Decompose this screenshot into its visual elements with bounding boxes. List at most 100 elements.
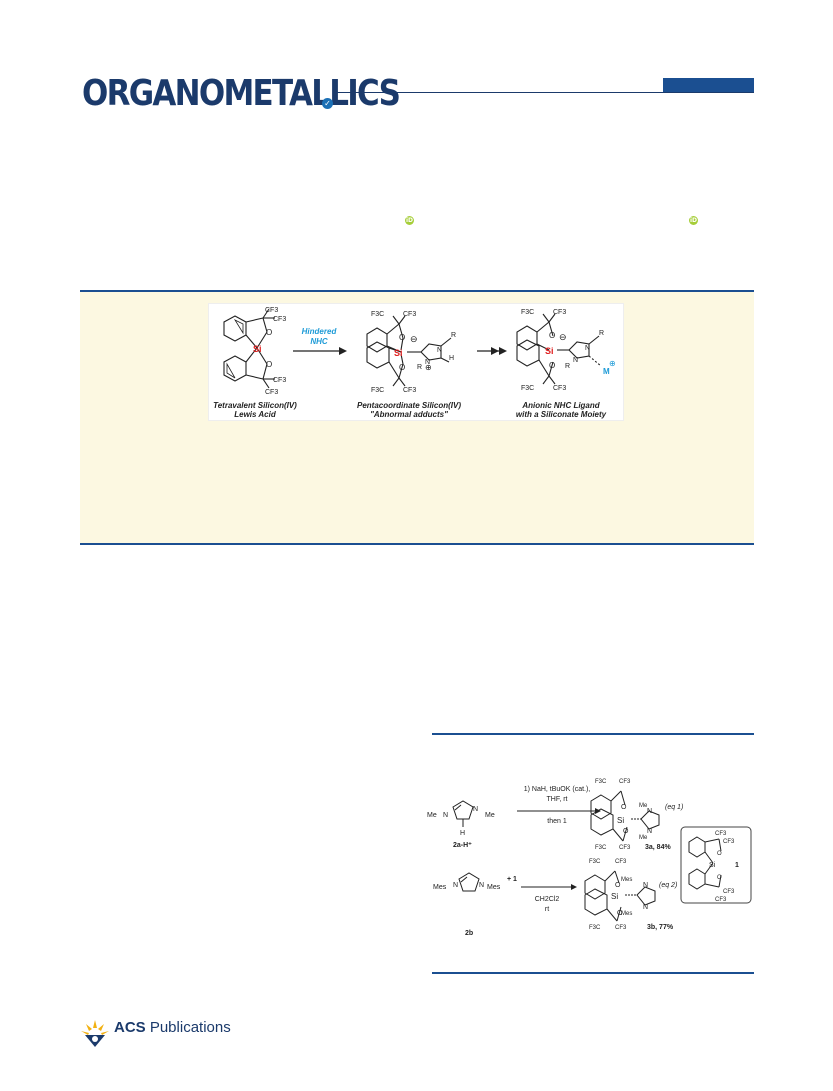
reagent-label: NHC <box>310 337 328 346</box>
me-label: Me <box>639 835 648 841</box>
o-atom-label: O <box>399 333 405 342</box>
o-atom-label: O <box>549 331 555 340</box>
publisher-name-rest: Publications <box>145 1019 231 1036</box>
cf3-label: CF3 <box>265 389 278 396</box>
n-atom-label: N <box>585 345 590 352</box>
o-atom-label: O <box>266 360 272 369</box>
caption-right: Anionic NHC Ligand <box>521 401 600 410</box>
o-atom-label: O <box>621 804 627 811</box>
publisher-name-bold: ACS <box>114 1019 146 1036</box>
toc-graphic: Si O O CF3 CF3 CF3 CF3 Hindered NHC <box>208 303 624 421</box>
cf3-label: CF3 <box>273 316 286 323</box>
r-group-label: R <box>565 363 570 370</box>
reaction-arrow-head <box>499 347 507 355</box>
product-3a-structure <box>590 790 660 842</box>
n-atom-label: N <box>443 812 448 819</box>
si-atom-label: Si <box>611 892 618 901</box>
carbene-2b-structure <box>458 872 480 892</box>
cf3-label: CF3 <box>723 889 735 895</box>
reaction-arrow-head <box>491 347 499 355</box>
eq2-conditions: CH2Cl2 <box>535 896 560 903</box>
pentacoordinate-adduct-structure <box>366 315 452 387</box>
o-atom-label: O <box>266 328 272 337</box>
mes-label: Mes <box>487 884 501 891</box>
charge-plus: ⊕ <box>425 363 432 372</box>
si-atom-label: Si <box>709 862 716 869</box>
f3c-label: F3C <box>521 385 534 392</box>
scheme-rule-bottom <box>432 972 754 974</box>
si-atom-label: Si <box>617 816 624 825</box>
f3c-label: F3C <box>595 845 607 851</box>
me-label: Me <box>427 812 437 819</box>
metal-label: M <box>603 367 610 376</box>
n-atom-label: N <box>643 904 648 911</box>
header-rule <box>334 92 754 93</box>
imidazolium-2aH-structure <box>452 800 474 827</box>
h-atom-label: H <box>460 830 465 837</box>
mes-label: Mes <box>433 884 447 891</box>
f3c-label: F3C <box>371 311 384 318</box>
o-atom-label: O <box>615 882 621 889</box>
publisher-name[interactable]: ACS Publications <box>114 1019 231 1036</box>
cf3-label: CF3 <box>265 307 278 314</box>
product-label-3b: 3b, 77% <box>647 924 674 931</box>
charge-minus: ⊖ <box>410 334 418 344</box>
me-label: Me <box>485 812 495 819</box>
n-atom-label: N <box>425 359 430 366</box>
compound-1-structure <box>688 836 722 890</box>
n-atom-label: N <box>437 347 442 354</box>
charge-minus: ⊖ <box>559 332 567 342</box>
reaction-arrow-head <box>571 884 577 890</box>
h-atom-label: H <box>449 355 454 362</box>
caption-right: with a Siliconate Moiety <box>516 410 607 419</box>
product-label-3a: 3a, 84% <box>645 844 671 851</box>
caption-middle: "Abnormal adducts" <box>370 410 448 419</box>
n-atom-label: N <box>473 806 478 813</box>
check-circle-icon: ✓ <box>322 98 333 109</box>
r-group-label: R <box>451 332 456 339</box>
cf3-label: CF3 <box>403 387 416 394</box>
cf3-label: CF3 <box>715 831 727 837</box>
n-atom-label: N <box>479 882 484 889</box>
scheme-rule-top <box>432 733 754 735</box>
n-atom-label: N <box>643 882 648 889</box>
plus-reagent: + 1 <box>507 876 517 883</box>
acs-publications-logo-icon[interactable] <box>78 1018 112 1048</box>
cf3-label: CF3 <box>723 839 735 845</box>
cf3-label: CF3 <box>553 385 566 392</box>
compound-label-2b: 2b <box>465 930 473 937</box>
o-atom-label: O <box>623 828 629 835</box>
cf3-label: CF3 <box>615 925 627 931</box>
n-atom-label: N <box>647 808 652 815</box>
compound-label-1: 1 <box>735 862 739 869</box>
compound-1-box <box>680 826 752 904</box>
o-atom-label: O <box>717 875 722 881</box>
cf3-label: CF3 <box>553 309 566 316</box>
journal-logo[interactable]: ORGANOMETALLICS <box>82 73 401 114</box>
si-atom-label: Si <box>394 348 403 358</box>
orcid-icon[interactable]: iD <box>689 216 698 225</box>
r-group-label: R <box>417 364 422 371</box>
cf3-label: CF3 <box>619 845 631 851</box>
caption-left: Tetravalent Silicon(IV) <box>213 401 297 410</box>
mes-label: Mes <box>621 877 632 883</box>
mes-label: Mes <box>621 911 632 917</box>
anionic-nhc-ligand-structure <box>516 313 602 385</box>
o-atom-label: O <box>549 361 555 370</box>
f3c-label: F3C <box>589 925 601 931</box>
reagent-label: Hindered <box>302 327 338 336</box>
caption-middle: Pentacoordinate Silicon(IV) <box>357 401 461 410</box>
cf3-label: CF3 <box>615 859 627 865</box>
r-group-label: R <box>599 330 604 337</box>
cf3-label: CF3 <box>403 311 416 318</box>
f3c-label: F3C <box>371 387 384 394</box>
header-accent-tab <box>663 78 754 92</box>
spirosilane-structure <box>223 308 275 389</box>
charge-plus: ⊕ <box>609 359 616 368</box>
eq1-conditions: 1) NaH, tBuOK (cat.), <box>524 786 591 793</box>
cf3-label: CF3 <box>715 897 727 903</box>
me-label: Me <box>639 803 648 809</box>
o-atom-label: O <box>617 910 623 917</box>
orcid-icon[interactable]: iD <box>405 216 414 225</box>
si-atom-label: Si <box>253 344 262 354</box>
